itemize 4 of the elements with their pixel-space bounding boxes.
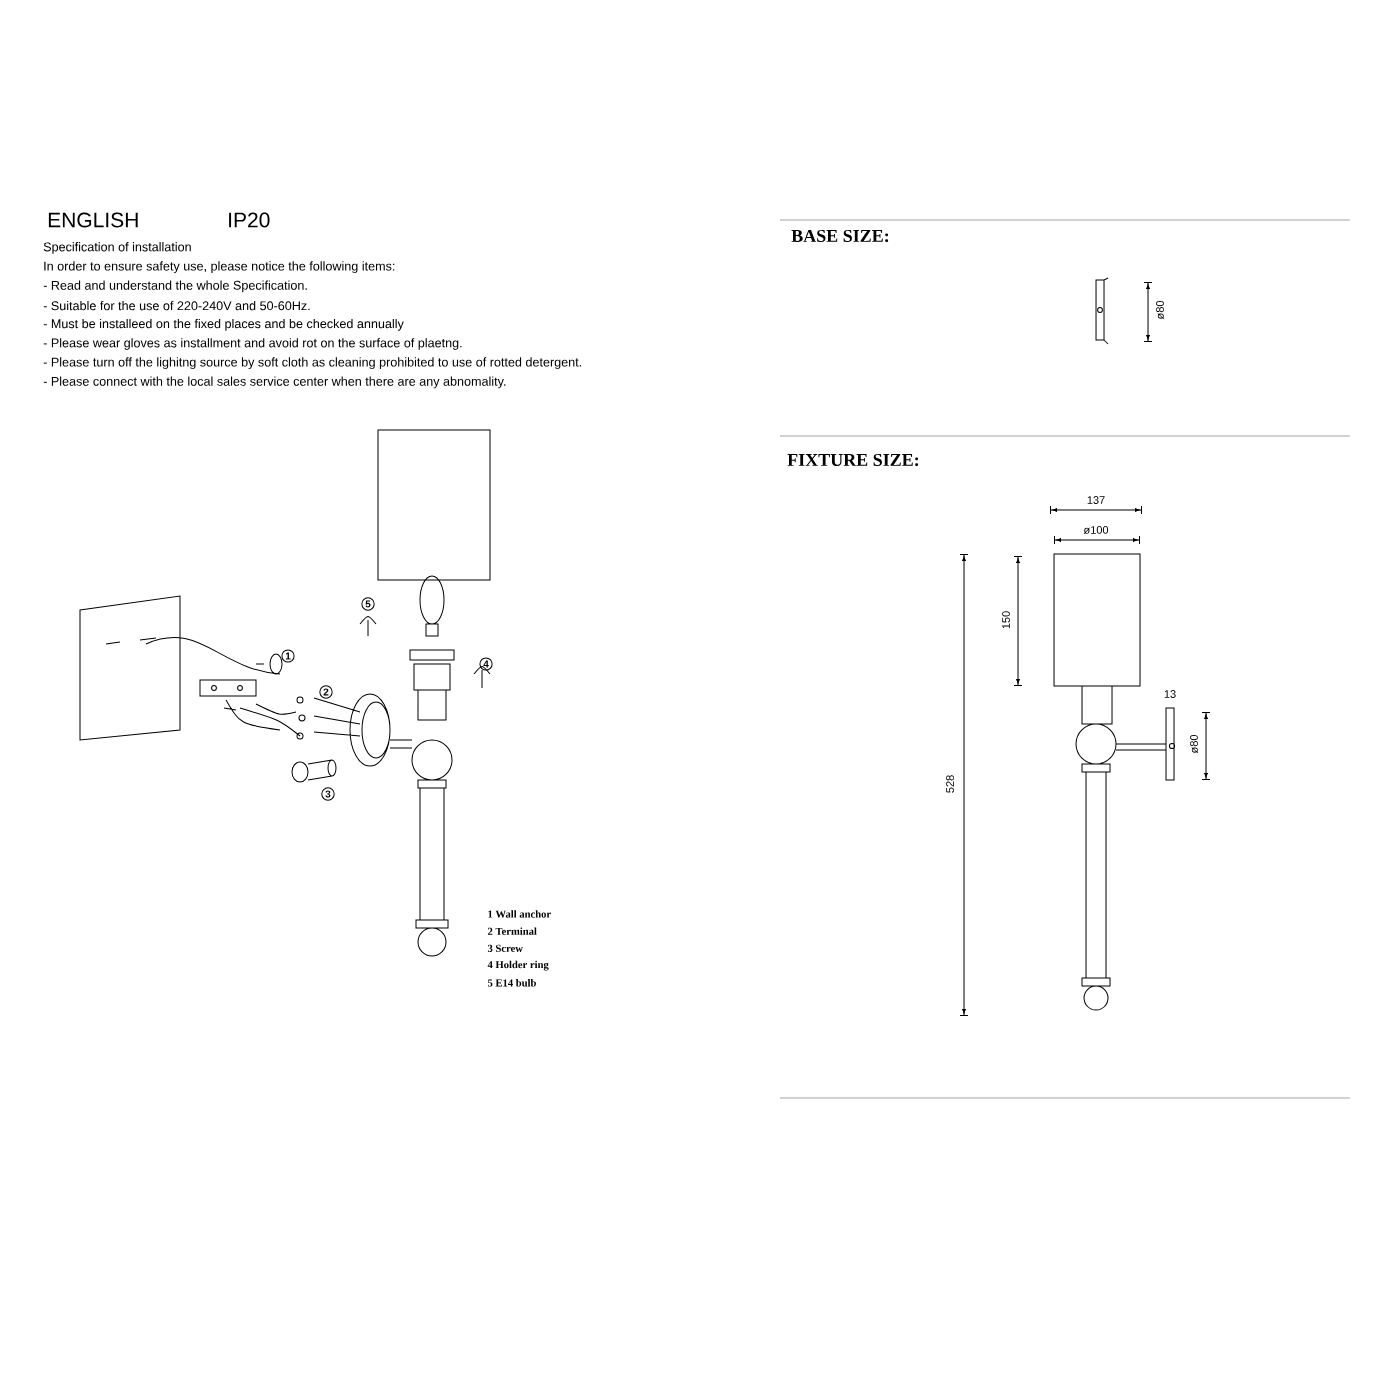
language-heading: ENGLISH bbox=[48, 212, 138, 228]
section-heading: BASE SIZE: bbox=[791, 229, 889, 243]
section-heading: FIXTURE SIZE: bbox=[787, 453, 919, 467]
protection-rating: IP20 bbox=[229, 212, 270, 228]
